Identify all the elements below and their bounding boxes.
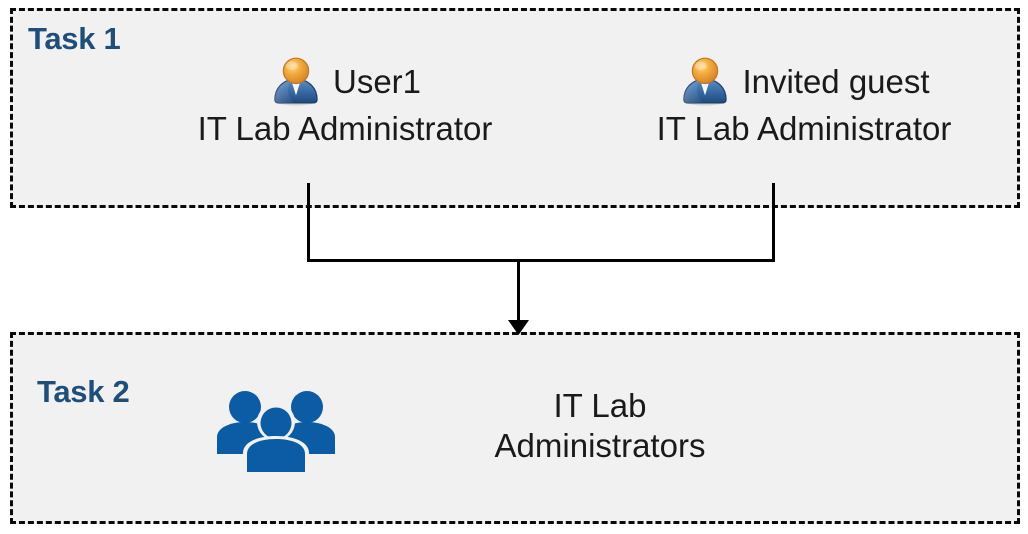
task-2-box [10, 332, 1020, 524]
person-user1: User1 IT Lab Administrator [135, 52, 555, 145]
person-invited-guest: Invited guest IT Lab Administrator [594, 52, 1014, 145]
person-invited-guest-name: Invited guest [742, 62, 930, 100]
user-icon [274, 57, 318, 106]
person-user1-row: User1 [135, 52, 555, 110]
task-2-label: Task 2 [37, 374, 130, 409]
users-group-icon [217, 391, 335, 474]
group-name-line-2: Administrators [494, 427, 706, 465]
person-user1-role: IT Lab Administrator [197, 110, 493, 147]
task-1-box [10, 8, 1020, 208]
task-1-label: Task 1 [28, 21, 121, 56]
group-name-label: IT Lab Administrators [400, 386, 800, 467]
group-name-line-1: IT Lab [553, 387, 647, 424]
person-user1-name: User1 [332, 62, 422, 100]
person-invited-guest-row: Invited guest [594, 52, 1014, 110]
group-icon-wrapper [212, 386, 340, 478]
person-invited-guest-role: IT Lab Administrator [656, 110, 952, 147]
user-icon [683, 57, 728, 106]
